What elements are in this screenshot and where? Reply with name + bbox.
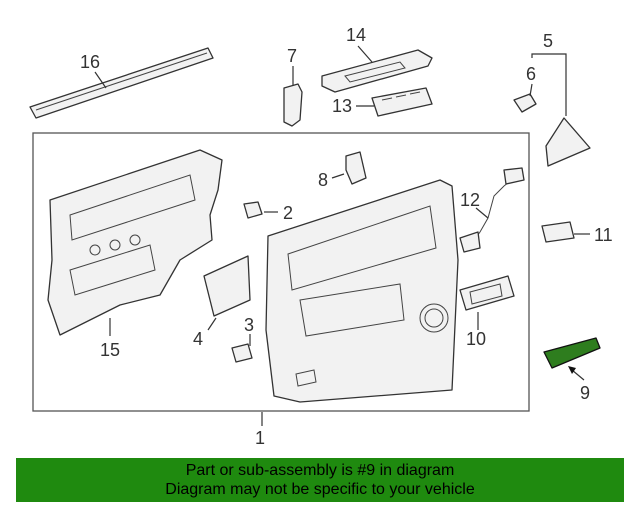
part-14-switch-bezel[interactable] xyxy=(321,45,433,93)
callout-1: 1 xyxy=(255,428,265,448)
info-banner: Part or sub-assembly is #9 in diagram Di… xyxy=(16,458,624,502)
part-7-bracket[interactable] xyxy=(283,66,303,127)
callout-12: 12 xyxy=(460,190,480,210)
part-9-highlighted[interactable] xyxy=(543,337,601,381)
callout-10: 10 xyxy=(466,329,486,349)
banner-line-1: Part or sub-assembly is #9 in diagram xyxy=(185,462,455,479)
part-4-bracket[interactable] xyxy=(203,255,251,331)
part-13-switch[interactable] xyxy=(356,87,433,117)
part-2-pushpin[interactable] xyxy=(243,201,278,219)
callout-15: 15 xyxy=(100,340,120,360)
parts-diagram: 1 2 3 4 5 6 7 8 9 10 11 12 13 14 15 16 xyxy=(29,25,613,448)
part-3-switch[interactable] xyxy=(231,334,253,363)
callout-4: 4 xyxy=(193,329,203,349)
part-11-pad[interactable] xyxy=(541,221,590,243)
banner-line-2: Diagram may not be specific to your vehi… xyxy=(165,481,475,498)
callout-2: 2 xyxy=(283,203,293,223)
part-1-door-trim-panel[interactable] xyxy=(265,179,459,403)
callout-14: 14 xyxy=(346,25,366,45)
part-16-belt-molding[interactable] xyxy=(29,47,214,119)
part-15-door-inner-frame[interactable] xyxy=(47,149,223,336)
part-8-cover[interactable] xyxy=(331,151,367,185)
callout-8: 8 xyxy=(318,170,328,190)
callout-9: 9 xyxy=(580,383,590,403)
door-assembly-frame xyxy=(32,132,530,412)
callout-13: 13 xyxy=(332,96,352,116)
part-6-clip[interactable] xyxy=(513,83,537,113)
part-10-handle-bezel[interactable] xyxy=(459,275,515,330)
callout-16: 16 xyxy=(80,52,100,72)
callout-5: 5 xyxy=(543,31,553,51)
part-5-mirror-patch[interactable] xyxy=(531,53,591,167)
callout-3: 3 xyxy=(244,315,254,335)
callout-6: 6 xyxy=(526,64,536,84)
callout-7: 7 xyxy=(287,46,297,66)
callout-11: 11 xyxy=(594,225,613,245)
part-12-wire-harness[interactable] xyxy=(459,167,525,253)
